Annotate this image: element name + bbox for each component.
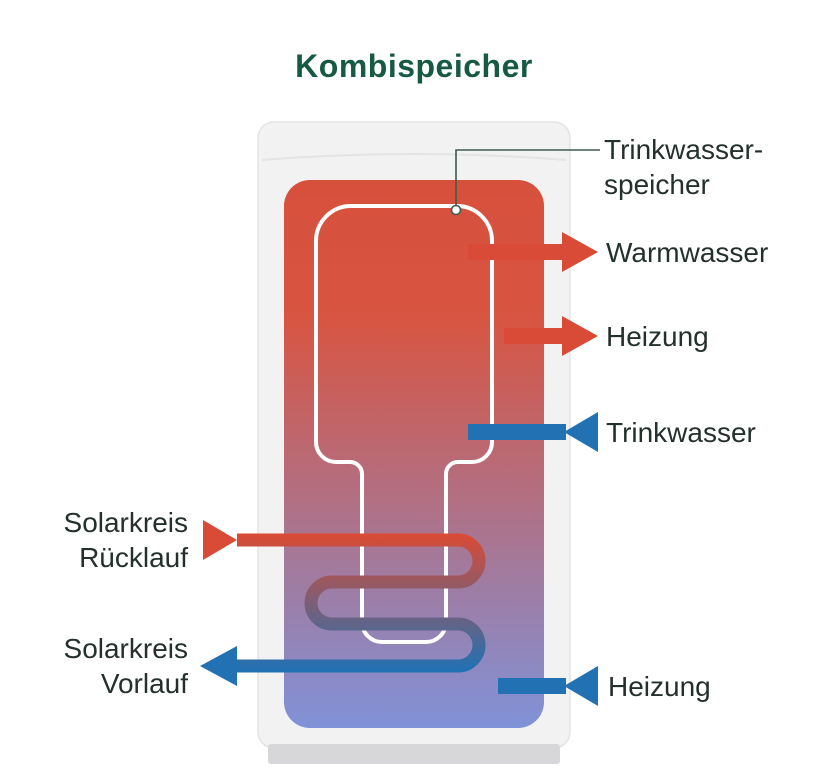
inner-vessel-marker-dot xyxy=(450,204,462,216)
page-title: Kombispeicher xyxy=(295,48,533,84)
label-trinkwasserspeicher: Trinkwasser- speicher xyxy=(604,132,763,202)
solar-coil xyxy=(237,533,486,673)
solar-ruecklauf-arrow xyxy=(203,520,237,560)
label-heizung-bottom: Heizung xyxy=(608,671,711,702)
label-trinkwasser: Trinkwasser xyxy=(606,417,756,448)
label-solarkreis-vorlauf-line2: Vorlauf xyxy=(100,668,188,699)
label-trinkwasserspeicher-line2: speicher xyxy=(604,169,710,200)
heizung-top-arrow-head xyxy=(562,316,598,356)
inner-vessel-leader-line xyxy=(455,149,600,205)
label-trinkwasserspeicher-line1: Trinkwasser- xyxy=(604,134,764,165)
label-solarkreis-ruecklauf-line2: Rücklauf xyxy=(79,542,188,573)
warmwasser-arrow-head xyxy=(562,232,598,272)
heizung-bottom-arrow-shaft xyxy=(498,678,566,694)
label-solarkreis-vorlauf: Solarkreis Vorlauf xyxy=(30,631,188,701)
label-solarkreis-ruecklauf-line1: Solarkreis xyxy=(63,507,188,538)
trinkwasser-arrow-shaft xyxy=(468,424,566,440)
label-warmwasser: Warmwasser xyxy=(606,237,769,268)
inner-vessel-outline xyxy=(314,204,494,644)
warmwasser-arrow-shaft xyxy=(468,244,564,260)
solar-vorlauf-arrow xyxy=(200,646,237,686)
label-heizung-top: Heizung xyxy=(606,321,709,352)
heizung-top-arrow-shaft xyxy=(504,328,564,344)
tank-base xyxy=(268,744,560,764)
label-solarkreis-ruecklauf: Solarkreis Rücklauf xyxy=(30,505,188,575)
label-solarkreis-vorlauf-line1: Solarkreis xyxy=(63,633,188,664)
tank-water-gradient xyxy=(284,180,544,728)
trinkwasser-arrow-head xyxy=(564,412,598,452)
tank-lid-line xyxy=(261,153,567,161)
heizung-bottom-arrow-head xyxy=(564,666,598,706)
